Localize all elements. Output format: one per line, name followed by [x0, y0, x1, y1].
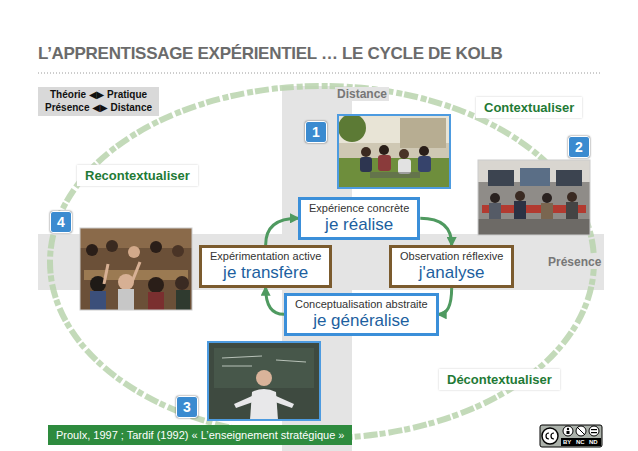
cycle-arrow: [420, 218, 451, 245]
photo-outdoor: [338, 114, 450, 188]
kolb-stage-box: Expérimentation activeje transfère: [199, 245, 332, 288]
node-heading: Expérience concrète: [309, 202, 409, 215]
source-caption: Proulx, 1997 ; Tardif (1992) « L’enseign…: [48, 425, 352, 445]
callout-number: 4: [50, 211, 72, 233]
license-term: NC: [576, 438, 585, 446]
cycle-arrow: [266, 218, 298, 245]
node-body: je réalise: [309, 215, 409, 235]
axis-label: Distance: [335, 87, 389, 101]
callout-number: 3: [176, 396, 198, 418]
node-body: je généralise: [295, 311, 428, 331]
axis-label: Présence: [546, 255, 603, 269]
axis-note-box: Théorie ◀▶ PratiquePrésence ◀▶ Distance: [38, 87, 159, 116]
node-body: je transfère: [210, 263, 321, 283]
photo-lecturer: [208, 342, 320, 420]
page-title: L’APPRENTISSAGE EXPÉRIENTIEL … LE CYCLE …: [38, 44, 503, 64]
node-body: Présence ◀▶ Distance: [45, 102, 152, 115]
node-heading: Théorie ◀▶ Pratique: [45, 89, 152, 102]
license-term: BY: [563, 438, 571, 446]
node-heading: Contextualiser: [484, 100, 574, 115]
node-body: j'analyse: [400, 263, 503, 283]
photo-lecture-hall: [80, 228, 192, 310]
kolb-stage-box: Observation réflexivej'analyse: [389, 245, 514, 288]
phase-label-box: Contextualiser: [476, 97, 582, 118]
callout-number: 1: [305, 121, 327, 143]
phase-label-box: Recontextualiser: [77, 165, 198, 186]
node-heading: Expérimentation active: [210, 250, 321, 263]
node-heading: Observation réflexive: [400, 250, 503, 263]
cycle-ring: [50, 86, 594, 438]
node-heading: Décontextualiser: [447, 372, 552, 387]
license-term: ND: [589, 438, 598, 446]
callout-number: 2: [568, 136, 590, 158]
phase-label-box: Décontextualiser: [439, 369, 560, 390]
cycle-arrow: [439, 288, 452, 315]
title-rule: [38, 73, 602, 74]
photo-classroom: [478, 160, 590, 235]
cycle-arrow: [266, 288, 284, 315]
kolb-stage-box: Conceptualisation abstraiteje généralise: [284, 293, 439, 336]
node-heading: Conceptualisation abstraite: [295, 298, 428, 311]
cc-badge: [540, 425, 602, 447]
kolb-stage-box: Expérience concrèteje réalise: [298, 197, 420, 240]
node-heading: Recontextualiser: [85, 168, 190, 183]
